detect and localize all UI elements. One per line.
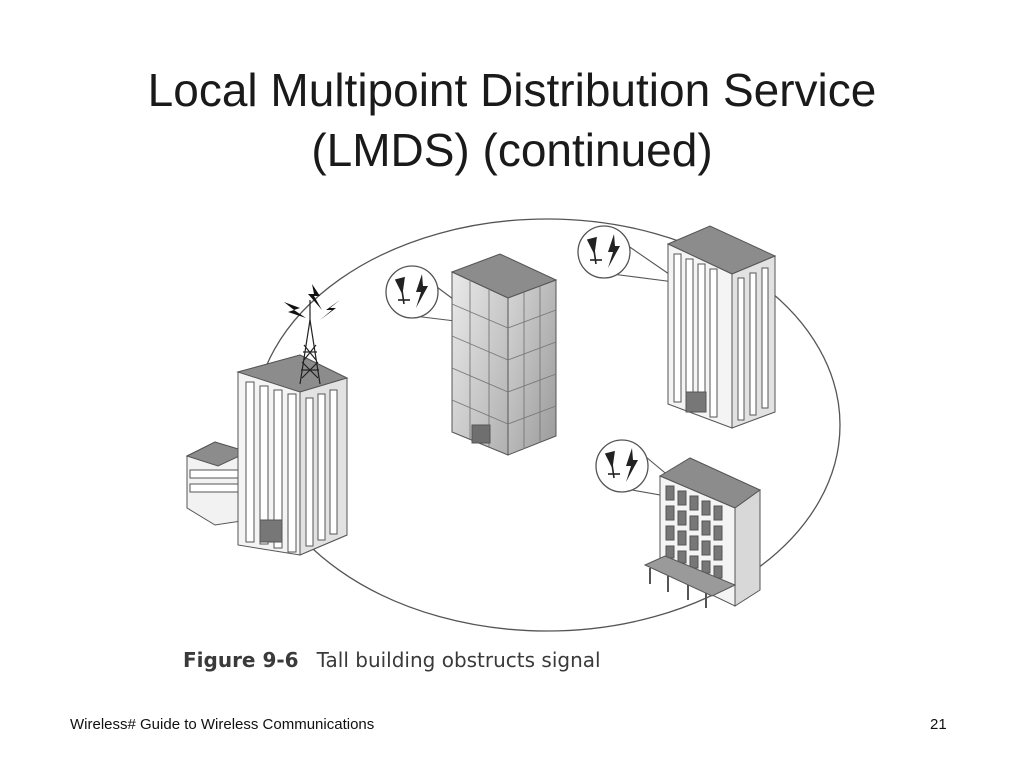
- receiver-callout-lower: [595, 439, 649, 493]
- slide-title-line-1: Local Multipoint Distribution Service: [147, 64, 877, 116]
- figure-caption: Figure 9-6 Tall building obstructs signal: [183, 648, 601, 672]
- transmitter-tower-icon: [299, 300, 321, 385]
- receiver-dish-icon: [604, 450, 620, 479]
- footer-page-number: 21: [930, 716, 947, 733]
- receiver-dish-icon: [394, 276, 410, 305]
- footer-course-title: Wireless# Guide to Wireless Communicatio…: [70, 716, 375, 733]
- receiver-callout-center: [385, 265, 439, 319]
- slide-title: Local Multipoint Distribution Service (L…: [0, 60, 1024, 180]
- transmitter-building: [236, 354, 349, 556]
- receiver-callout-upper: [577, 225, 631, 279]
- receiver-building-tall: [666, 225, 777, 429]
- figure-number: Figure 9-6: [183, 648, 299, 672]
- figure-caption-text: Tall building obstructs signal: [316, 648, 601, 672]
- signal-bolt-icon: [416, 274, 428, 308]
- signal-bolt-icon: [626, 448, 638, 482]
- glass-building: [450, 253, 558, 456]
- receiver-building-office: [643, 457, 761, 608]
- signal-bolt-icon: [608, 234, 620, 268]
- slide-title-line-2: (LMDS) (continued): [311, 124, 713, 176]
- signal-bolt-icon: [284, 284, 340, 320]
- receiver-dish-icon: [586, 236, 602, 265]
